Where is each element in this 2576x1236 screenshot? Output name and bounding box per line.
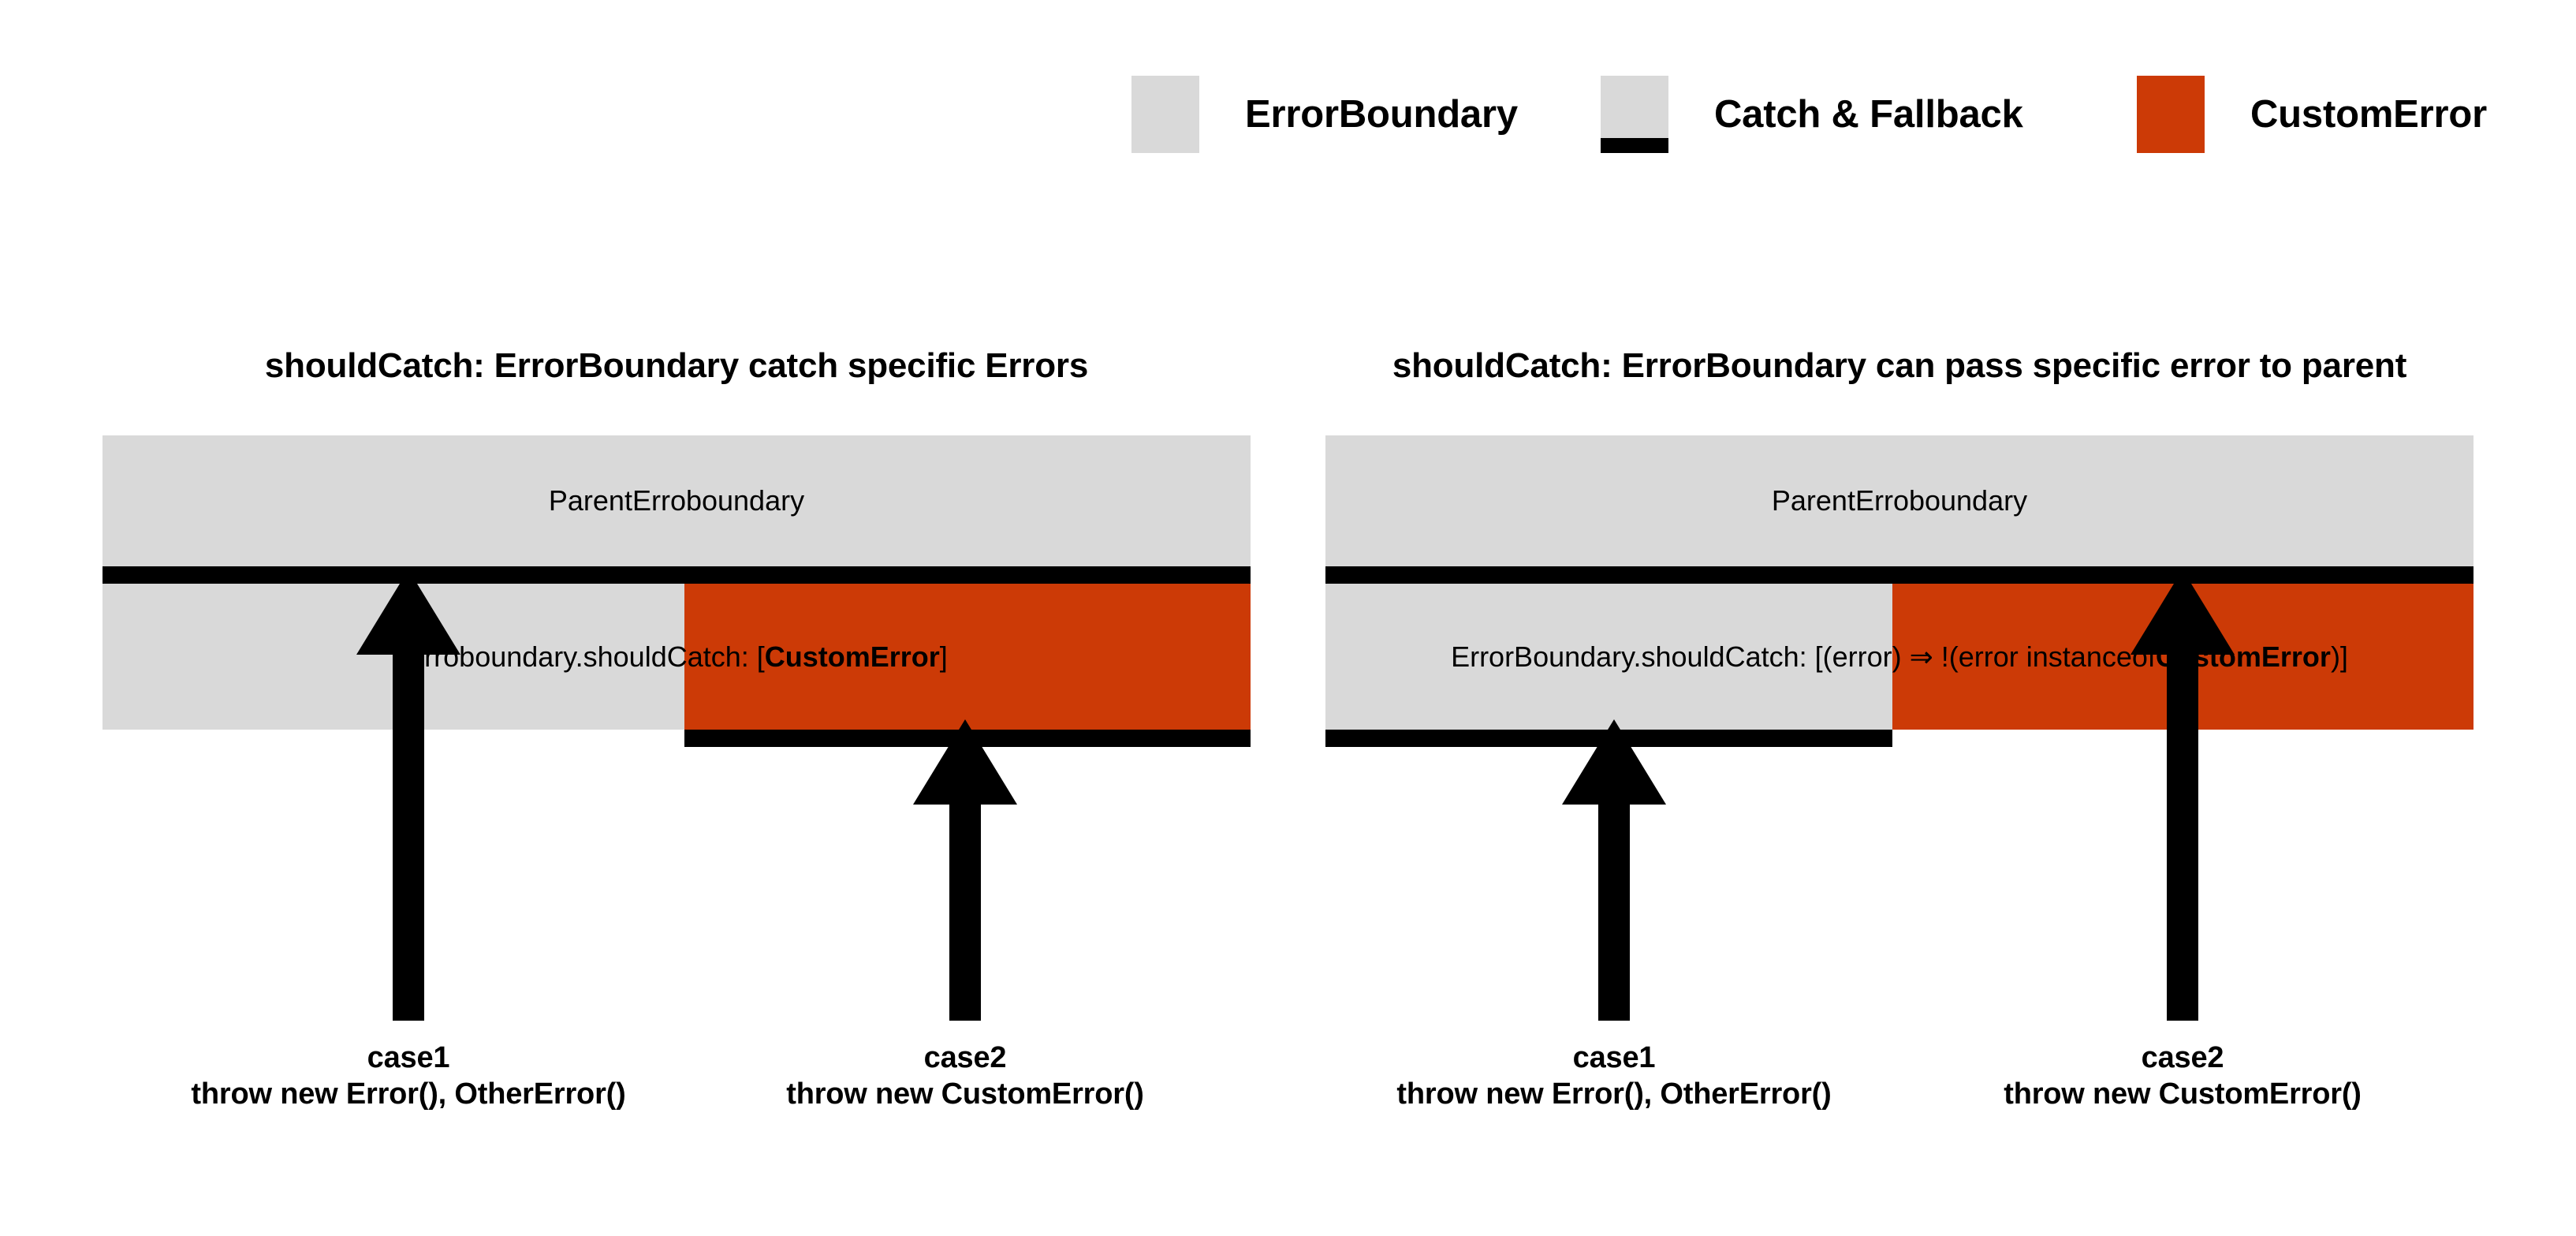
panel-left-stack: ParentErroboundary Erroboundary.shouldCa… bbox=[103, 435, 1251, 747]
panel-left-mid-rule bbox=[103, 566, 1251, 584]
panel-left-caption-case1: case1 throw new Error(), OtherError() bbox=[93, 1040, 724, 1113]
panel-left-caption-case1-line1: case1 bbox=[367, 1041, 450, 1074]
panel-right-caption-case1-line2: throw new Error(), OtherError() bbox=[1396, 1077, 1832, 1111]
panel-left-caption-case2-line1: case2 bbox=[923, 1041, 1007, 1074]
panel-left-parent-row: ParentErroboundary bbox=[103, 435, 1251, 566]
panel-left-child-row: Erroboundary.shouldCatch: [CustomError] bbox=[103, 584, 1251, 730]
panel-left-child-label: Erroboundary.shouldCatch: [CustomError] bbox=[103, 584, 1251, 730]
legend-item-catch-fallback: Catch & Fallback bbox=[1601, 75, 2023, 154]
panel-right-parent-label: ParentErroboundary bbox=[1771, 484, 2028, 517]
panel-right-caption-case2: case2 throw new CustomError() bbox=[1867, 1040, 2498, 1113]
panel-left-child-label-suffix: ] bbox=[939, 640, 948, 673]
panel-left-caption-case2: case2 throw new CustomError() bbox=[650, 1040, 1281, 1113]
legend-item-error-boundary: ErrorBoundary bbox=[1131, 75, 1518, 154]
panel-right-stack: ParentErroboundary ErrorBoundary.shouldC… bbox=[1325, 435, 2473, 747]
panel-left-child-orange-segment bbox=[684, 584, 1251, 730]
arrow-up-icon bbox=[1562, 719, 1666, 1021]
panel-left-child-label-prefix: Erroboundary.shouldCatch: [ bbox=[405, 640, 765, 673]
panel-right-arrow-case2 bbox=[2131, 569, 2235, 1021]
panel-right-caption-case1: case1 throw new Error(), OtherError() bbox=[1299, 1040, 1929, 1113]
arrow-up-icon bbox=[2131, 569, 2235, 1021]
panel-right-caption-case2-line2: throw new CustomError() bbox=[2004, 1077, 2362, 1111]
panel-right-child-row: ErrorBoundary.shouldCatch: [(error) ⇒ !(… bbox=[1325, 584, 2473, 730]
panel-left-parent-label: ParentErroboundary bbox=[548, 484, 805, 517]
panel-right-arrow-case1 bbox=[1562, 719, 1666, 1021]
panel-right-caption-case2-line1: case2 bbox=[2141, 1041, 2224, 1074]
panel-left-arrow-case2 bbox=[913, 719, 1017, 1021]
legend-label-error-boundary: ErrorBoundary bbox=[1245, 92, 1518, 136]
panel-left-title: shouldCatch: ErrorBoundary catch specifi… bbox=[264, 346, 1089, 385]
panel-right-child-label-suffix: )] bbox=[2330, 640, 2348, 673]
legend: ErrorBoundary Catch & Fallback CustomErr… bbox=[0, 0, 2576, 205]
panel-right-parent-row: ParentErroboundary bbox=[1325, 435, 2473, 566]
panel-right-child-gray-segment bbox=[1325, 584, 1893, 730]
panel-right-child-label: ErrorBoundary.shouldCatch: [(error) ⇒ !(… bbox=[1325, 584, 2473, 730]
panel-left-child-label-bold: CustomError bbox=[764, 640, 940, 673]
legend-label-custom-error: CustomError bbox=[2250, 92, 2488, 136]
panel-right-caption-case1-line1: case1 bbox=[1572, 1041, 1656, 1074]
legend-swatch-rule-icon bbox=[1601, 138, 1668, 153]
legend-label-catch-fallback: Catch & Fallback bbox=[1714, 92, 2023, 136]
legend-item-custom-error: CustomError bbox=[2137, 75, 2487, 154]
panel-right-title: shouldCatch: ErrorBoundary can pass spec… bbox=[1392, 346, 2407, 385]
panel-left-caption-case1-line2: throw new Error(), OtherError() bbox=[191, 1077, 626, 1111]
panel-left: shouldCatch: ErrorBoundary catch specifi… bbox=[93, 346, 1281, 1113]
panel-left-arrow-case1 bbox=[356, 569, 460, 1021]
arrow-up-icon bbox=[913, 719, 1017, 1021]
panel-right-mid-rule bbox=[1325, 566, 2473, 584]
legend-swatch-error-boundary bbox=[1131, 76, 1199, 153]
panel-right: shouldCatch: ErrorBoundary can pass spec… bbox=[1325, 0, 2576, 1236]
legend-swatch-catch-fallback bbox=[1601, 76, 1668, 153]
panel-right-child-label-prefix: ErrorBoundary.shouldCatch: [(error) ⇒ !(… bbox=[1451, 640, 2156, 673]
legend-swatch-custom-error bbox=[2137, 76, 2205, 153]
arrow-up-icon bbox=[356, 569, 460, 1021]
panel-left-caption-case2-line2: throw new CustomError() bbox=[786, 1077, 1144, 1111]
